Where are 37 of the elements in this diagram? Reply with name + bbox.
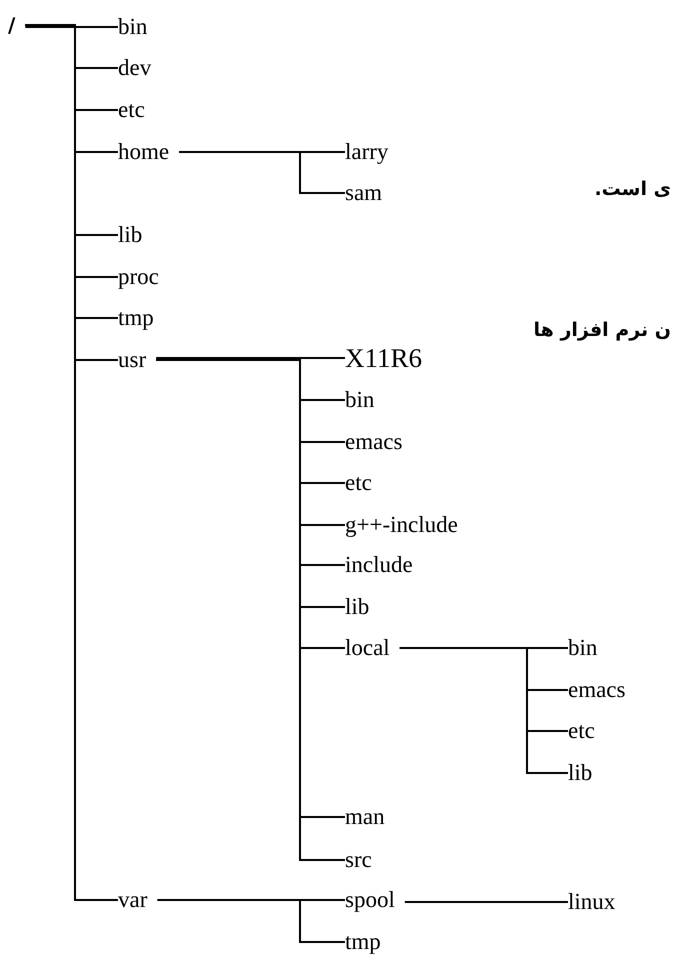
directory-label: g++-include: [345, 511, 468, 539]
directory-label: dev: [118, 54, 162, 82]
directory-label: proc: [118, 263, 169, 291]
note-text: ی است.: [594, 178, 671, 200]
directory-label: man: [345, 803, 395, 831]
directory-label: emacs: [345, 428, 412, 456]
directory-label: bin: [568, 634, 608, 662]
directory-label: lib: [568, 759, 602, 787]
tree-connector: [157, 899, 345, 943]
directory-label: src: [345, 846, 382, 874]
directory-label: X11R6: [345, 344, 432, 372]
directory-label: home: [118, 138, 180, 166]
directory-label: spool: [345, 886, 405, 914]
directory-label: tmp: [118, 304, 164, 332]
directory-label: tmp: [345, 928, 391, 956]
directory-label: larry: [345, 138, 398, 166]
directory-label: lib: [118, 221, 152, 249]
directory-label: etc: [568, 717, 605, 745]
directory-label: linux: [568, 888, 626, 916]
tree-connector: [404, 901, 568, 903]
directory-label: usr: [118, 346, 156, 374]
tree-connector: [156, 357, 345, 359]
tree-connector: [179, 151, 345, 194]
directory-label: lib: [345, 593, 380, 621]
directory-label: etc: [345, 469, 382, 497]
directory-label: emacs: [568, 676, 636, 704]
directory-label: etc: [118, 96, 155, 124]
directory-label: var: [118, 886, 158, 914]
directory-label: include: [345, 551, 423, 579]
directory-label: local: [345, 634, 400, 662]
note-text: ن نرم افزار ها: [534, 319, 671, 341]
tree-connector: [25, 26, 118, 28]
directory-label: bin: [118, 13, 158, 41]
tree-connector: [400, 647, 568, 774]
root-directory-label: /: [8, 11, 26, 39]
directory-label: bin: [345, 386, 384, 414]
directory-label: sam: [345, 179, 392, 207]
